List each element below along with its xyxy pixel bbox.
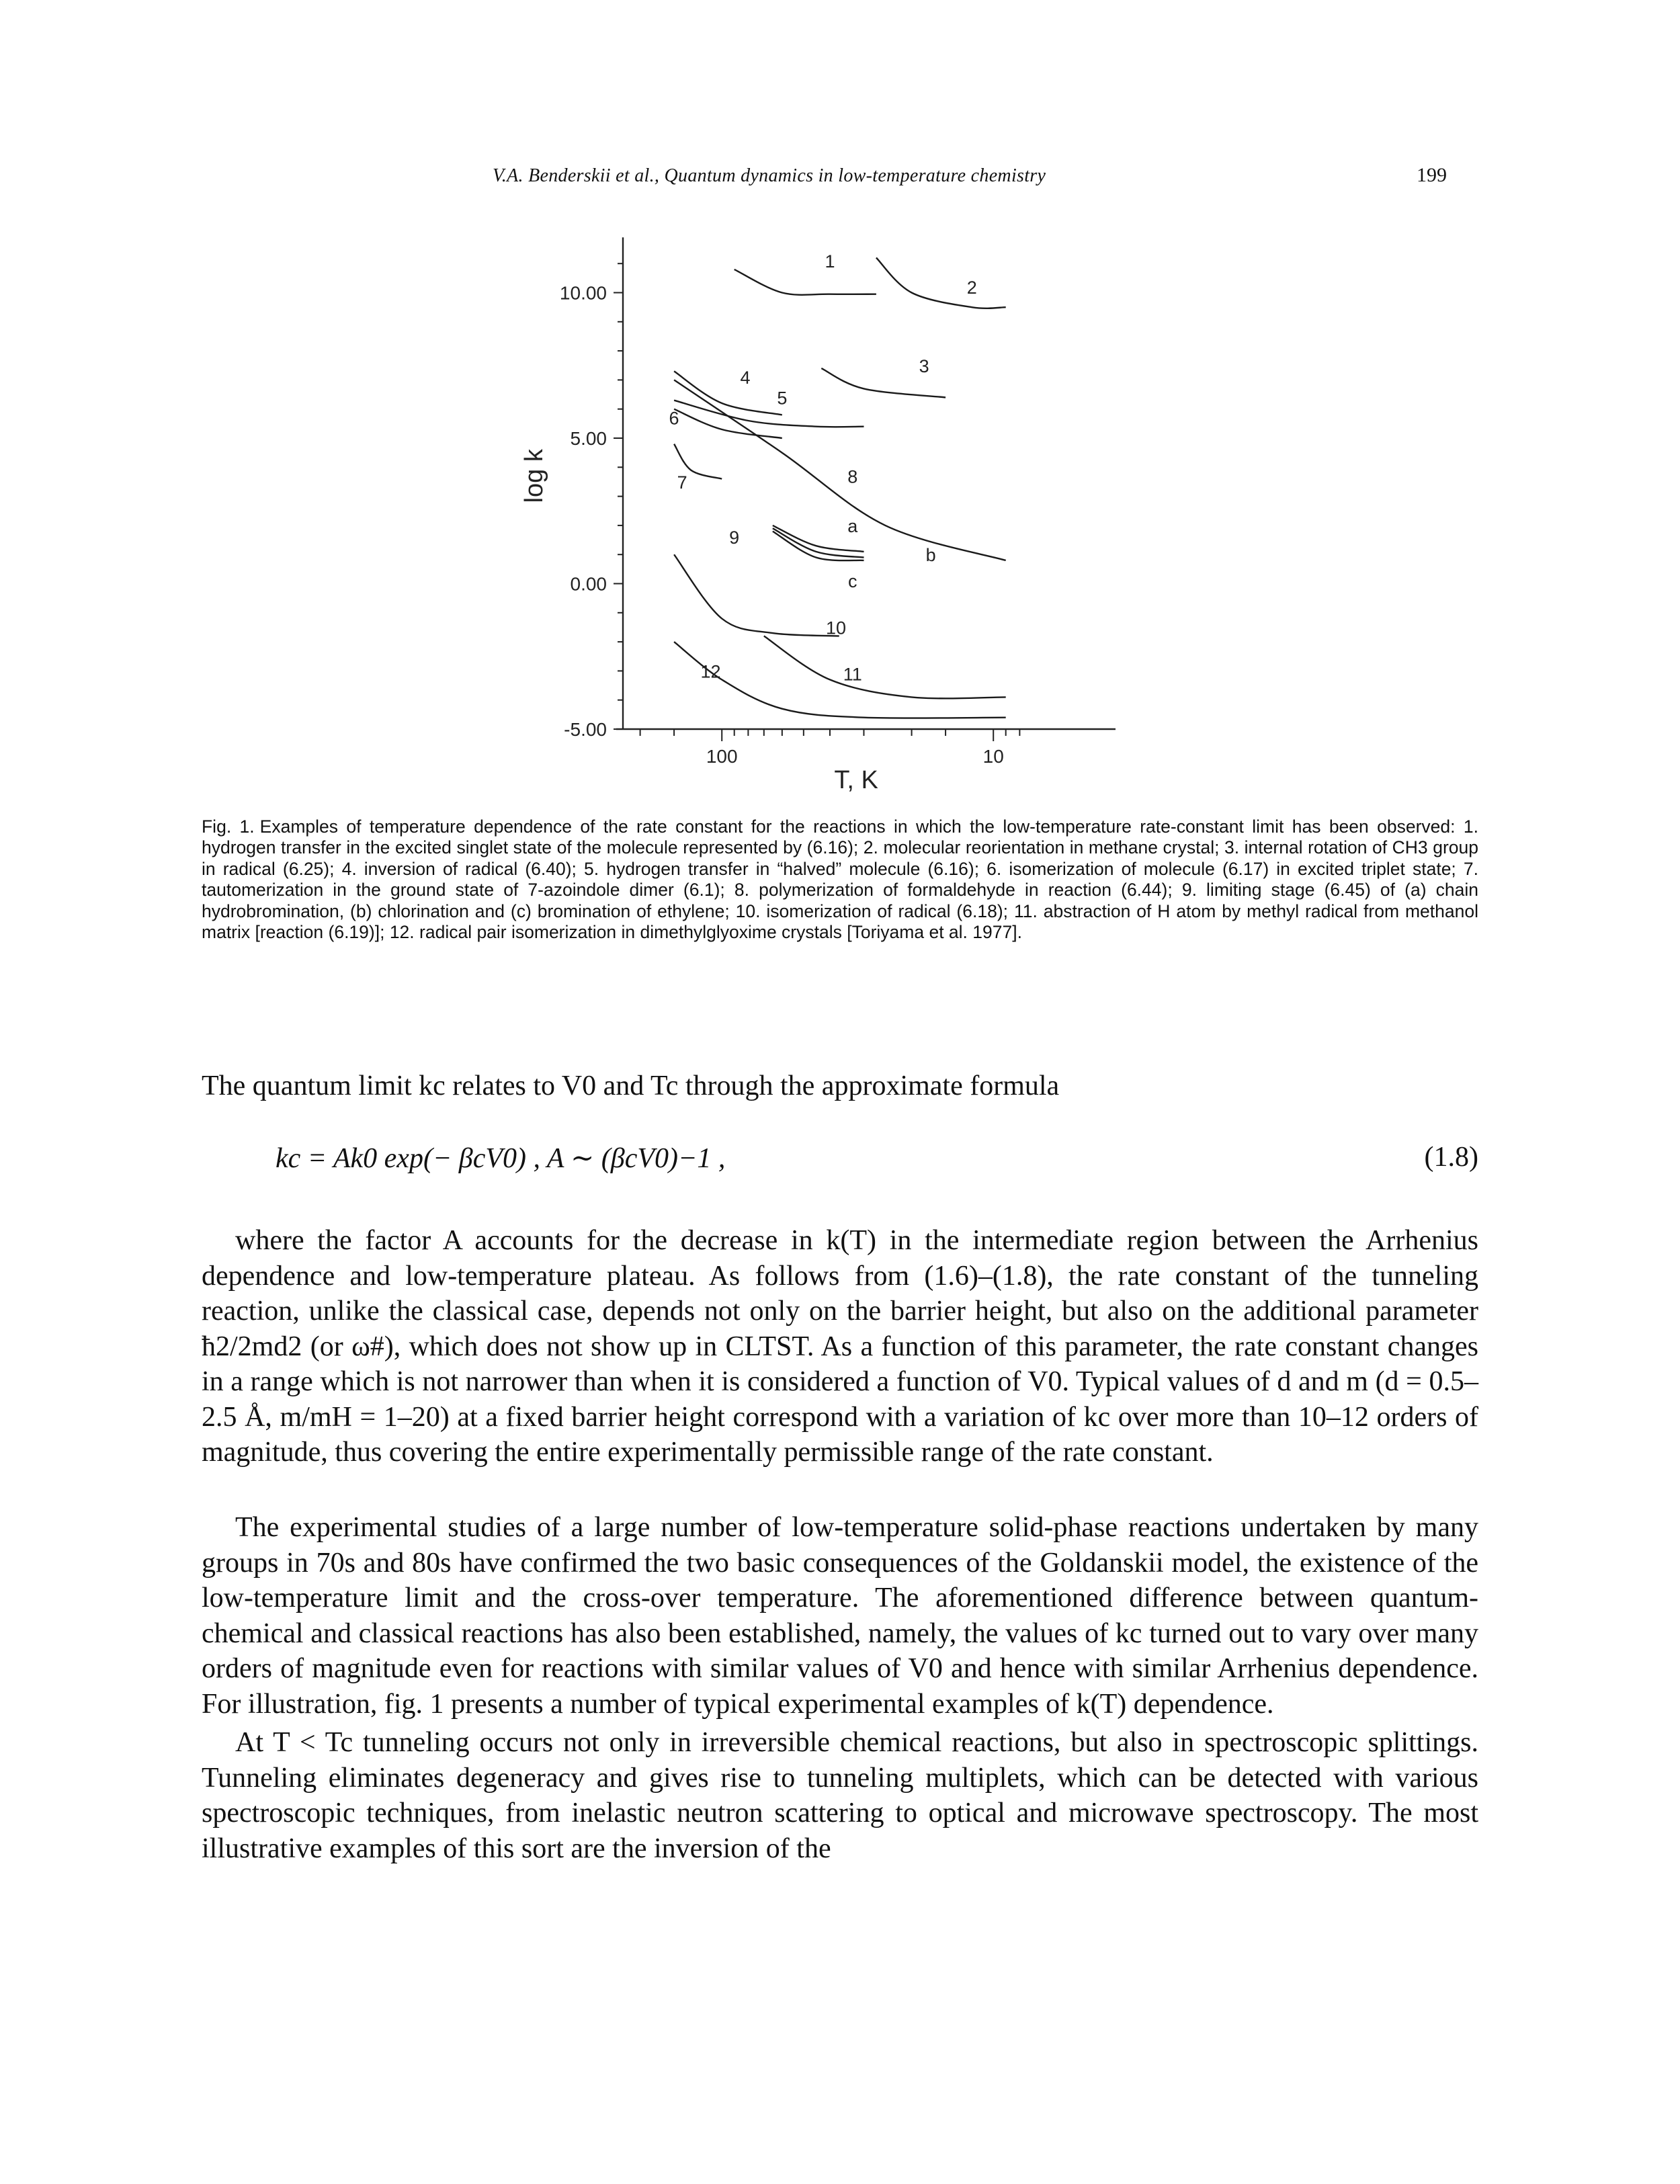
curve-label-10: 10 bbox=[826, 618, 846, 638]
curve-label-12: 12 bbox=[700, 661, 720, 681]
curve-9a bbox=[772, 524, 864, 553]
curve-7 bbox=[673, 444, 722, 480]
paragraph-2: where the factor A accounts for the decr… bbox=[202, 1225, 1478, 1468]
page-number: 199 bbox=[1417, 164, 1447, 186]
curve-label-2: 2 bbox=[967, 278, 977, 298]
caption-text: Examples of temperature dependence of th… bbox=[202, 816, 1478, 943]
equation-number: (1.8) bbox=[1424, 1142, 1478, 1173]
curve-label-6: 6 bbox=[669, 409, 679, 429]
x-axis-label: T, K bbox=[834, 766, 878, 793]
equation-1-8: kc = Ak0 exp(− βcV0) , A ∼ (βcV0)−1 , (1… bbox=[276, 1141, 1478, 1181]
caption-lead: Fig. 1. bbox=[202, 816, 255, 837]
equation-body: kc = Ak0 exp(− βcV0) , A ∼ (βcV0)−1 , bbox=[276, 1143, 726, 1174]
chart-curves bbox=[673, 257, 1007, 719]
running-head: V.A. Benderskii et al., Quantum dynamics… bbox=[493, 165, 1046, 186]
y-axis-label: log k bbox=[520, 448, 548, 503]
chart-axes: 10.00 5.00 0.00 -5.00 log k 100 10 T, K bbox=[520, 237, 1116, 793]
y-tick-label: 5.00 bbox=[571, 428, 607, 449]
curve-2 bbox=[876, 257, 1006, 309]
curve-4 bbox=[673, 370, 783, 416]
curve-8 bbox=[673, 379, 1007, 562]
curve-9b bbox=[772, 528, 864, 558]
curve-3 bbox=[821, 368, 946, 398]
curve-label-4: 4 bbox=[741, 368, 751, 388]
x-tick-label: 100 bbox=[706, 746, 738, 767]
curve-6 bbox=[673, 408, 782, 439]
paragraph-1: The quantum limit kc relates to V0 and T… bbox=[202, 1070, 1060, 1101]
curve-10 bbox=[673, 554, 839, 637]
curve-label-c: c bbox=[848, 571, 857, 591]
curve-label-8: 8 bbox=[847, 466, 857, 487]
curve-1 bbox=[734, 268, 876, 296]
curve-5 bbox=[673, 399, 864, 428]
curve-label-3: 3 bbox=[919, 356, 929, 376]
y-tick-label: 0.00 bbox=[571, 574, 607, 595]
figure-caption: Fig. 1.Examples of temperature dependenc… bbox=[202, 816, 1478, 943]
x-tick-label: 10 bbox=[983, 746, 1004, 767]
curve-12 bbox=[673, 641, 1006, 719]
curve-label-b: b bbox=[926, 545, 936, 565]
curve-11 bbox=[763, 635, 1006, 700]
curve-label-7: 7 bbox=[677, 472, 687, 493]
curve-label-11: 11 bbox=[843, 665, 862, 685]
curve-label-5: 5 bbox=[777, 388, 787, 408]
paragraph-3: The experimental studies of a large numb… bbox=[202, 1512, 1478, 1720]
curve-label-9: 9 bbox=[729, 528, 739, 548]
curve-label-1: 1 bbox=[825, 251, 835, 271]
y-tick-label: 10.00 bbox=[560, 283, 607, 304]
curve-9c bbox=[772, 530, 864, 562]
paragraph-4: At T < Tc tunneling occurs not only in i… bbox=[202, 1727, 1478, 1864]
curve-label-a: a bbox=[847, 516, 858, 536]
y-tick-label: -5.00 bbox=[564, 719, 607, 740]
